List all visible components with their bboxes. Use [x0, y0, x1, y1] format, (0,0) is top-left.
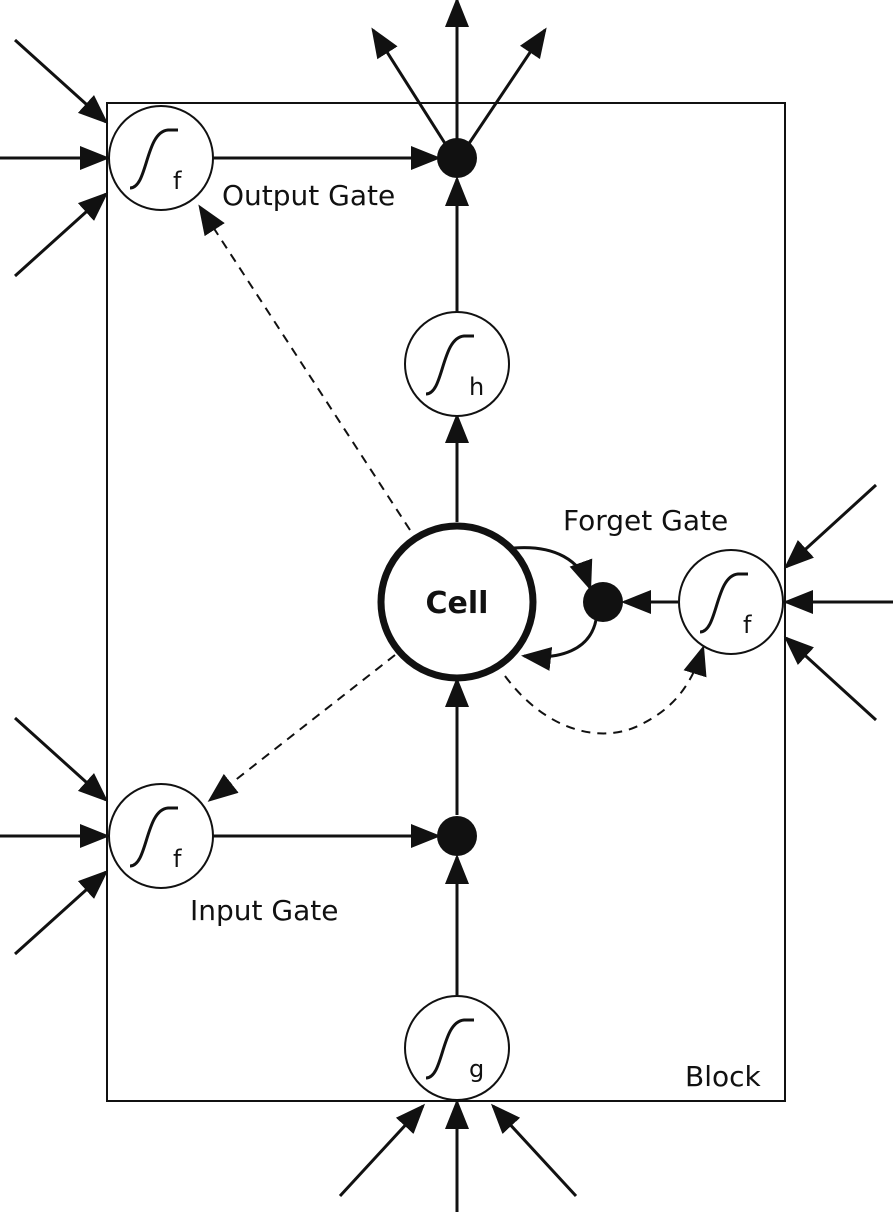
- sigmoid-icon: [425, 334, 474, 396]
- cell-node: [377, 522, 537, 682]
- cell-label: Cell: [426, 586, 489, 621]
- output-gate-subscript: f: [173, 167, 182, 195]
- peephole-cell-to-input-gate: [207, 654, 396, 802]
- sigmoid-icon: [129, 128, 178, 190]
- input-activation-subscript: g: [469, 1055, 484, 1083]
- input-gate-node: f: [108, 783, 214, 889]
- input-gate-label: Input Gate: [190, 894, 338, 927]
- forget-multiplier: [583, 582, 623, 622]
- output-multiplier: [437, 138, 477, 178]
- cell-to-forget-multiplier: [513, 546, 593, 591]
- forget-gate-subscript: f: [743, 611, 752, 639]
- cell-activation-subscript: h: [469, 373, 484, 401]
- sigmoid-icon: [129, 806, 178, 868]
- peephole-cell-to-forget-gate: [504, 645, 707, 735]
- output-gate-label: Output Gate: [222, 179, 395, 212]
- peephole-cell-to-output-gate: [198, 204, 411, 531]
- input-multiplier: [437, 816, 477, 856]
- input-gate-inputs: [0, 716, 110, 956]
- block-outputs: [371, 0, 547, 146]
- sigmoid-icon: [425, 1018, 474, 1080]
- forget-multiplier-to-cell: [521, 619, 598, 671]
- sigmoid-icon: [699, 572, 748, 634]
- forget-gate-inputs: [783, 483, 893, 722]
- cell-input-inputs: [338, 1099, 578, 1212]
- block-label: Block: [685, 1060, 762, 1093]
- output-gate-node: f: [108, 105, 214, 211]
- input-activation-node: g: [404, 995, 510, 1101]
- forget-gate-label: Forget Gate: [563, 504, 728, 537]
- forget-gate-node: f: [678, 549, 784, 655]
- input-gate-subscript: f: [173, 845, 182, 873]
- cell-activation-node: h: [404, 311, 510, 417]
- output-gate-inputs: [0, 38, 110, 278]
